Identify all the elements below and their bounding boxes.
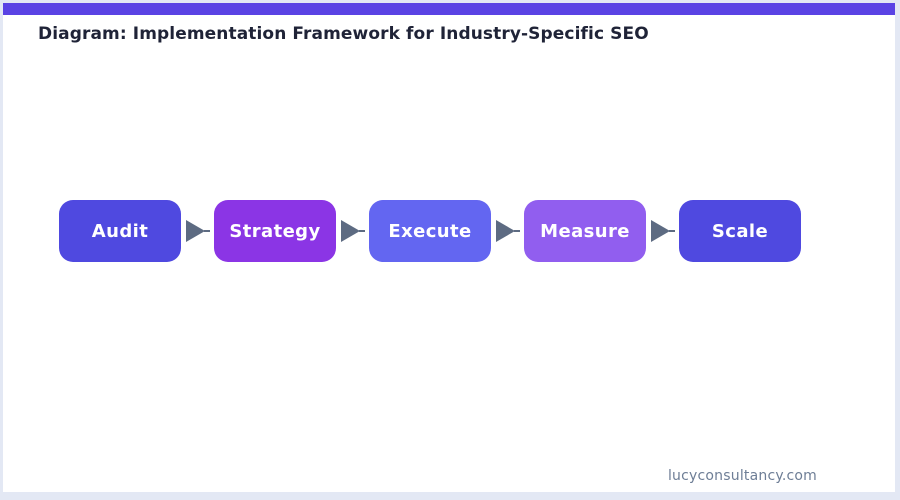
flow-arrow	[336, 200, 369, 262]
flow-step-execute: Execute	[369, 200, 491, 262]
diagram-title: Diagram: Implementation Framework for In…	[38, 24, 649, 44]
arrow-right-icon	[185, 220, 210, 242]
diagram-card: Diagram: Implementation Framework for In…	[3, 3, 895, 492]
arrow-right-icon	[340, 220, 365, 242]
process-flow: Audit Strategy Execute	[59, 200, 801, 262]
flow-step-strategy: Strategy	[214, 200, 336, 262]
flow-step-label: Execute	[388, 220, 472, 242]
flow-arrow	[491, 200, 524, 262]
arrow-right-icon	[495, 220, 520, 242]
flow-arrow	[181, 200, 214, 262]
flow-step-audit: Audit	[59, 200, 181, 262]
flow-step-label: Strategy	[229, 220, 321, 242]
accent-top-bar	[3, 3, 895, 15]
arrow-right-icon	[650, 220, 675, 242]
flow-step-scale: Scale	[679, 200, 801, 262]
flow-arrow	[646, 200, 679, 262]
flow-step-label: Scale	[711, 220, 769, 242]
flow-step-label: Measure	[540, 220, 630, 242]
flow-step-label: Audit	[91, 220, 149, 242]
website-watermark: lucyconsultancy.com	[667, 468, 817, 484]
flow-step-measure: Measure	[524, 200, 646, 262]
